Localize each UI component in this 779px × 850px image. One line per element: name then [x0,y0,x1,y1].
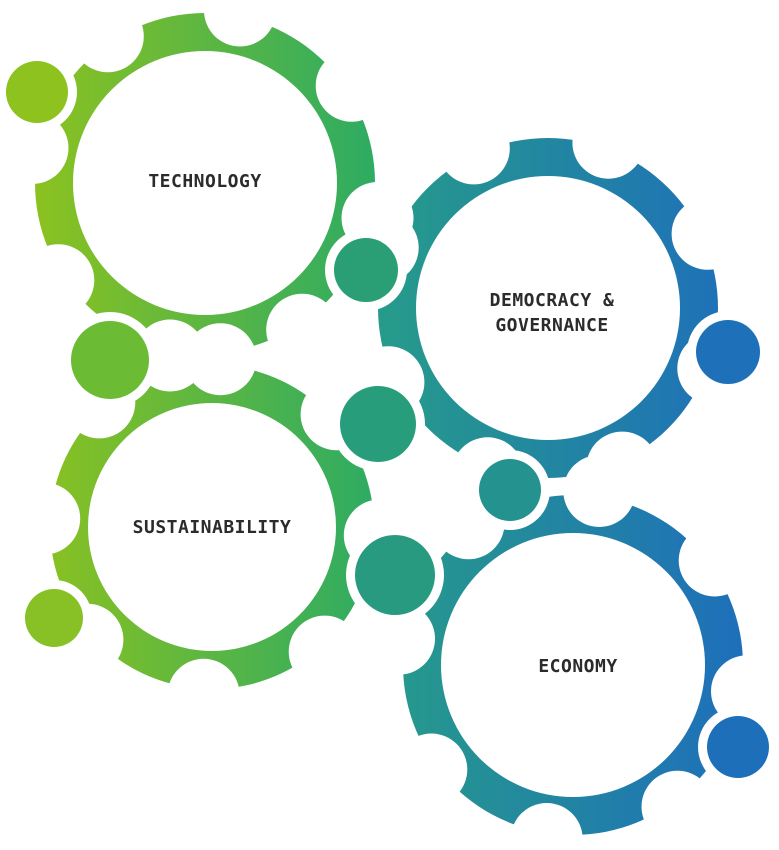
gear-democracy-face [416,176,680,440]
gear-economy-face [441,533,705,797]
gear-notch [437,112,510,185]
gear-notch [0,112,69,184]
gear-notch [510,803,583,850]
gear-notch [395,733,468,806]
gear-notch [167,658,240,731]
connector-dot [25,589,83,647]
gear-notch [8,482,81,555]
gear-notch [204,0,276,47]
gear-notch [22,244,95,317]
gear-sustainability-face [88,403,336,651]
label-economy: ECONOMY [538,656,617,677]
connector-dot [479,459,541,521]
connector-dots [0,52,778,787]
gear-notch [563,455,636,527]
gear-technology-face [73,51,337,315]
gear-notch [572,106,645,179]
label-sustainability: SUSTAINABILITY [133,517,292,538]
connector-dot [340,386,416,462]
gear-notch [288,615,361,688]
gear-notch [671,197,744,270]
gear-notch [678,524,751,597]
gear-notch [641,770,714,843]
label-technology: TECHNOLOGY [148,171,261,192]
connector-dot [71,321,149,399]
gear-notch [71,0,144,73]
connector-dot [6,61,68,123]
gear-notch [315,49,388,122]
label-democracy-line2: GOVERNANCE [495,315,608,336]
connector-dot [334,238,398,302]
gear-notch [184,323,257,396]
connector-dot [696,320,760,384]
connector-dot [707,716,769,778]
gear-notch [266,293,339,366]
label-democracy-line1: DEMOCRACY & [490,290,615,311]
connector-dot [355,535,435,615]
